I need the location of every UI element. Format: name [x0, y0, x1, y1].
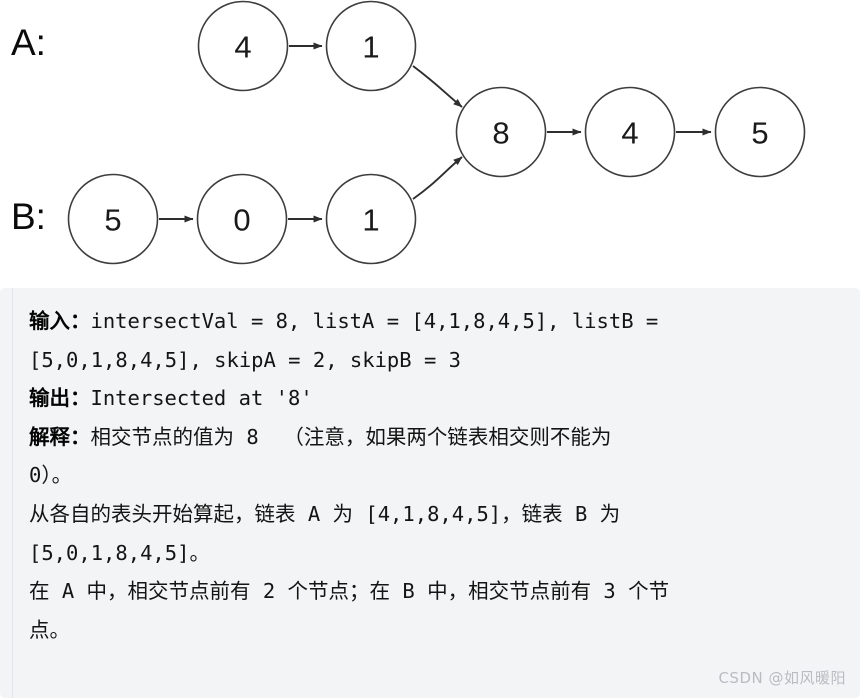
node-shared-0[interactable]: 8	[455, 86, 547, 178]
card-text-line: 点。	[29, 611, 850, 650]
node-b-1[interactable]: 0	[196, 173, 288, 265]
diagram-svg: 4 1 5 0 1 8	[67, 0, 806, 265]
csdn-watermark: CSDN @如风暖阳	[718, 669, 846, 687]
card-line-body: Intersected at '8'	[90, 386, 313, 411]
card-text-line: [5,0,1,8,4,5], skipA = 2, skipB = 3	[29, 341, 850, 380]
node-a-0-value: 4	[234, 30, 251, 65]
card-text-line: 0）。	[29, 456, 850, 495]
list-b-label: B:	[11, 196, 46, 237]
card-line-label: 输出：	[29, 386, 91, 411]
node-b-2-value: 1	[362, 203, 379, 238]
node-a-1[interactable]: 1	[325, 0, 417, 92]
card-text-line: 解释：相交节点的值为 8 （注意，如果两个链表相交则不能为	[29, 418, 850, 457]
card-text-line: 输入：intersectVal = 8, listA = [4,1,8,4,5]…	[29, 302, 850, 341]
node-shared-0-value: 8	[492, 116, 509, 151]
list-a-label: A:	[11, 22, 46, 63]
card-text-line: 从各自的表头开始算起，链表 A 为 [4,1,8,4,5]，链表 B 为	[29, 495, 850, 534]
card-line-body: 相交节点的值为 8 （注意，如果两个链表相交则不能为	[90, 424, 612, 449]
node-shared-1[interactable]: 4	[584, 86, 676, 178]
card-line-label: 输入：	[29, 309, 91, 333]
card-text-body: 输入：intersectVal = 8, listA = [4,1,8,4,5]…	[29, 302, 850, 649]
card-text-line: [5,0,1,8,4,5]。	[29, 534, 850, 573]
node-b-0[interactable]: 5	[67, 173, 159, 265]
node-b-1-value: 0	[233, 203, 250, 238]
node-shared-2-value: 5	[751, 116, 768, 151]
card-line-body: 0）。	[29, 463, 73, 488]
node-a-1-value: 1	[362, 30, 379, 65]
example-description-card: 输入：intersectVal = 8, listA = [4,1,8,4,5]…	[0, 288, 860, 698]
node-shared-2[interactable]: 5	[714, 86, 806, 178]
card-line-body: 从各自的表头开始算起，链表 A 为 [4,1,8,4,5]，链表 B 为	[29, 501, 621, 526]
card-line-body: [5,0,1,8,4,5], skipA = 2, skipB = 3	[29, 347, 461, 372]
node-b-0-value: 5	[104, 203, 121, 238]
linked-list-diagram: A: B: 4	[0, 0, 860, 288]
card-text-line: 在 A 中，相交节点前有 2 个节点；在 B 中，相交节点前有 3 个节	[29, 572, 850, 611]
card-left-rule	[12, 288, 13, 698]
node-b-2[interactable]: 1	[325, 173, 417, 265]
card-line-body: 在 A 中，相交节点前有 2 个节点；在 B 中，相交节点前有 3 个节	[29, 579, 670, 604]
card-line-label: 解释：	[29, 424, 91, 449]
node-shared-1-value: 4	[621, 116, 638, 151]
edge-b3-shared	[412, 156, 463, 200]
card-line-body: 点。	[29, 617, 70, 642]
card-text-line: 输出：Intersected at '8'	[29, 379, 850, 418]
card-line-body: [5,0,1,8,4,5]。	[29, 540, 210, 565]
edge-a2-shared	[412, 65, 463, 108]
node-a-0[interactable]: 4	[197, 0, 289, 92]
card-line-body: intersectVal = 8, listA = [4,1,8,4,5], l…	[90, 309, 659, 333]
